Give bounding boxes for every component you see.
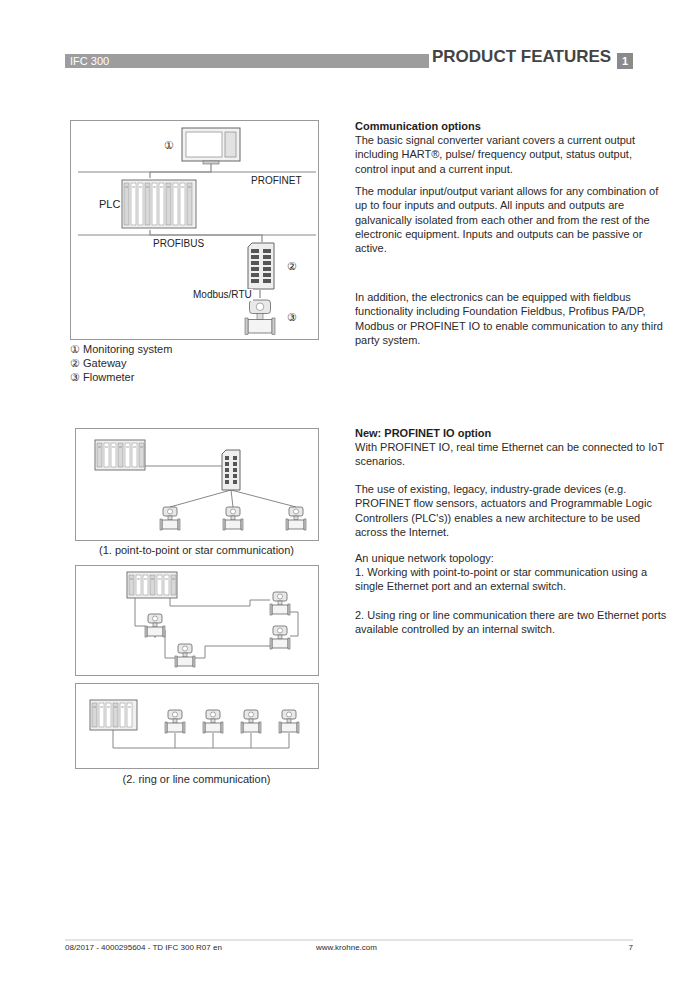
network-wire (135, 598, 145, 626)
flowmeter-icon (286, 507, 306, 530)
body-text: An unique network topology: (355, 551, 667, 565)
flowmeter-icon (270, 592, 290, 615)
section-heading: Communication options (355, 119, 667, 133)
plc-rack (90, 700, 137, 730)
list-item: 2. Using ring or line communication ther… (355, 608, 667, 637)
plc-rack (127, 572, 177, 598)
flowmeter-icon (145, 614, 165, 637)
footer-text: www.krohne.com (316, 943, 436, 953)
callout-number: ② (287, 260, 297, 273)
network-wire (195, 646, 270, 658)
bus-connector (259, 290, 260, 298)
flowmeter-icon (241, 710, 261, 733)
plc-rack (122, 180, 196, 228)
network-wire (231, 490, 233, 507)
page-number: 7 (600, 943, 633, 953)
figure-frame (76, 566, 319, 676)
bus-label: PROFIBUS (152, 238, 205, 250)
body-text: In addition, the electronics can be equi… (355, 290, 667, 347)
callout-number: ① (164, 139, 174, 152)
network-wire (213, 733, 214, 748)
bus-label: PROFINET (250, 175, 303, 187)
figure-frame (71, 121, 319, 340)
monitoring-system: ① (163, 126, 243, 164)
monitor-icon (182, 128, 240, 161)
network-wire (113, 730, 289, 748)
plc-rack (95, 440, 145, 470)
flowmeter-icon (270, 626, 290, 649)
footer-rule (65, 940, 633, 941)
bus-label: Modbus/RTU (192, 289, 253, 301)
figure-caption: (1. point-to-point or star communication… (75, 543, 318, 557)
flowmeter-device: ③ (238, 298, 298, 336)
gateway-device: ② (246, 242, 298, 290)
flowmeter-icon (245, 300, 275, 335)
running-header: IFC 300 (70, 54, 190, 68)
flowmeter-icon (175, 644, 195, 667)
bus-connector (150, 164, 211, 178)
figure-frame (76, 684, 319, 769)
network-wire (231, 490, 296, 507)
body-text: The use of existing, legacy, industry-gr… (355, 482, 667, 539)
flowmeter-icon (279, 710, 299, 733)
flowmeter-icon (160, 507, 180, 530)
flowmeter-icon (223, 507, 243, 530)
section-heading: New: PROFINET IO option (355, 426, 667, 440)
footer-text: 08/2017 - 4000295604 - TD IFC 300 R07 en (65, 943, 305, 953)
callout-number: ③ (287, 311, 297, 324)
page-title: PRODUCT FEATURES (432, 47, 611, 67)
plc-device: PLC (98, 178, 196, 230)
switch-icon (248, 243, 274, 289)
flowmeter-icon (203, 710, 223, 733)
network-wire (175, 733, 176, 748)
list-item: 1. Working with point-to-point or star c… (355, 565, 667, 594)
monitor-stand (203, 161, 219, 164)
chapter-number: 1 (617, 54, 633, 68)
header-bar (65, 54, 429, 68)
figure-caption: (2. ring or line communication) (75, 772, 318, 786)
device-label: PLC (99, 198, 120, 211)
body-text: The modular input/output variant allows … (355, 184, 667, 255)
network-wire (145, 466, 222, 467)
network-wire (289, 733, 290, 748)
switch-icon (222, 450, 240, 490)
chapter-box (617, 53, 633, 69)
network-wire (170, 490, 231, 507)
body-text: With PROFINET IO, real time Ethernet can… (355, 440, 667, 469)
network-wire (290, 612, 298, 636)
flowmeter-icon (165, 710, 185, 733)
callout-key: ③ Flowmeter (70, 370, 310, 384)
callout-key: ② Gateway (70, 356, 310, 370)
figure-frame (76, 429, 319, 541)
network-wire (170, 598, 270, 606)
callout-key: ① Monitoring system (70, 342, 310, 356)
body-text: The basic signal converter variant cover… (355, 133, 667, 176)
network-wire (251, 733, 252, 748)
